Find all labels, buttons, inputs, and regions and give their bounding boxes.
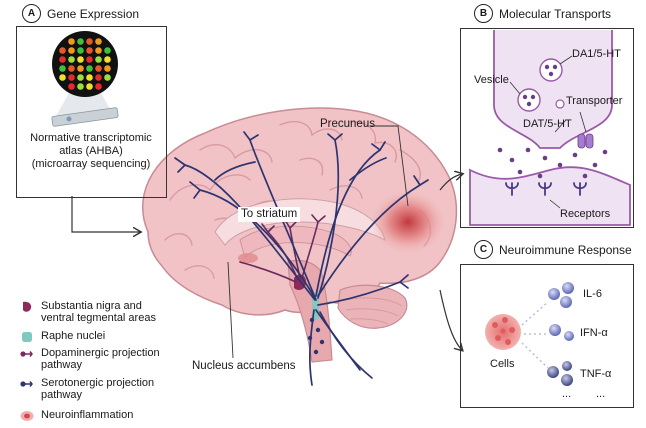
microarray-dot <box>86 83 93 90</box>
receptors <box>505 182 587 196</box>
microarray-dot <box>86 65 93 72</box>
ellipsis-1: ... <box>562 388 572 400</box>
microarray-dot <box>104 74 111 81</box>
panel-a-title: Gene Expression <box>47 6 140 21</box>
label-nucleus-accumbens: Nucleus accumbens <box>192 360 296 372</box>
serotonergic-pathway-icon <box>20 381 33 387</box>
microarray-dot <box>77 65 84 72</box>
label-il6: IL-6 <box>583 288 602 300</box>
microarray-dot <box>86 38 93 45</box>
microarray-dot <box>104 65 111 72</box>
panel-c-box <box>460 264 634 408</box>
panel-a-badge: A <box>22 4 41 23</box>
microarray-dot <box>59 65 66 72</box>
precuneus-inflammation <box>370 190 446 254</box>
legend-item-raphe: Raphe nuclei <box>20 330 105 344</box>
label-to-striatum: To striatum <box>238 207 301 222</box>
raphe-swatch <box>22 332 32 342</box>
nucleus-accumbens-leader <box>227 261 234 359</box>
legend-item-dopaminergic: Dopaminergic projection pathway <box>20 347 160 371</box>
label-dat-5ht: DAT/5-HT <box>523 118 572 130</box>
microarray-dot <box>68 47 75 54</box>
legend-label-line: Raphe nuclei <box>41 330 106 342</box>
label-cells: Cells <box>490 358 515 370</box>
panel-b-box <box>460 28 634 228</box>
dopaminergic-pathway-icon <box>20 351 33 357</box>
cytokine-balls <box>547 282 574 386</box>
legend-label-line: Dopaminergic projection <box>41 347 160 359</box>
microarray-dot <box>86 56 93 63</box>
panel-c-header: C Neuroimmune Response <box>474 240 632 259</box>
legend-label-line: ventral tegmental areas <box>41 312 156 324</box>
microarray-dot <box>59 74 66 81</box>
neuroinflammation-swatch <box>20 411 34 421</box>
microarray-dot <box>95 38 102 45</box>
legend-item-neuroinflammation: Neuroinflammation <box>20 409 133 423</box>
ellipsis-2: ... <box>596 388 606 400</box>
vesicles <box>517 58 565 112</box>
precuneus-leader <box>370 125 409 207</box>
legend-label-line: Serotonergic projection <box>41 377 155 389</box>
panel-b-badge: B <box>474 4 493 23</box>
label-tnf-alpha: TNF-α <box>580 368 612 380</box>
microarray-dot <box>59 56 66 63</box>
panel-c-badge: C <box>474 240 493 259</box>
microarray-dot <box>104 47 111 54</box>
microarray-dot <box>95 83 102 90</box>
microarray-dot <box>95 65 102 72</box>
panel-a-header: A Gene Expression <box>22 4 139 23</box>
microarray-dot <box>86 47 93 54</box>
microarray-dot <box>77 38 84 45</box>
caption-line-2: atlas (AHBA) <box>59 145 123 157</box>
cells-cytokines-illustration <box>485 282 574 386</box>
microarray-dot <box>95 74 102 81</box>
legend-item-substantia-nigra: Substantia nigra and ventral tegmental a… <box>20 300 156 324</box>
label-vesicle: Vesicle <box>474 74 509 86</box>
microarray-dot <box>77 47 84 54</box>
neurotransmitters <box>497 147 608 179</box>
microarray-dot <box>68 56 75 63</box>
label-precuneus: Precuneus <box>320 118 375 130</box>
legend-item-serotonergic: Serotonergic projection pathway <box>20 377 154 401</box>
legend-label-line: Neuroinflammation <box>41 409 134 421</box>
substantia-nigra-swatch <box>23 301 32 312</box>
panel-c-title: Neuroimmune Response <box>499 242 632 257</box>
microarray-dot <box>95 56 102 63</box>
serotonergic-terminals <box>307 317 325 355</box>
legend: Substantia nigra and ventral tegmental a… <box>20 300 190 425</box>
microarray-dot <box>104 56 111 63</box>
microarray-dot <box>68 74 75 81</box>
caption-line-1: Normative transcriptomic <box>30 132 152 144</box>
panel-a-box <box>16 26 167 198</box>
microarray-dot <box>68 38 75 45</box>
microarray-chip <box>51 31 119 127</box>
legend-label-line: Substantia nigra and <box>41 300 142 312</box>
arrow-a-to-brain <box>71 196 140 232</box>
panel-b-header: B Molecular Transports <box>474 4 611 23</box>
microarray-dot <box>68 65 75 72</box>
label-receptors: Receptors <box>560 208 611 220</box>
arrow-brain-to-c <box>439 289 462 350</box>
caption-line-3: (microarray sequencing) <box>31 158 151 170</box>
label-da1-5ht: DA1/5-HT <box>572 48 621 60</box>
label-transporter: Transporter <box>566 95 623 107</box>
synapse-illustration <box>469 30 631 226</box>
microarray-dot <box>77 74 84 81</box>
microarray-dot <box>77 83 84 90</box>
legend-label-line: pathway <box>41 389 82 401</box>
microarray-dot <box>95 47 102 54</box>
panel-b-title: Molecular Transports <box>499 6 612 21</box>
panel-a-caption: Normative transcriptomic atlas (AHBA) (m… <box>16 132 166 171</box>
microarray-dot <box>59 47 66 54</box>
microarray-dot <box>86 74 93 81</box>
legend-label-line: pathway <box>41 359 82 371</box>
transporter-protein <box>577 133 594 149</box>
microarray-dot <box>68 83 75 90</box>
label-ifn-alpha: IFN-α <box>580 327 608 339</box>
microarray-dots <box>59 38 111 90</box>
microarray-dot <box>77 56 84 63</box>
